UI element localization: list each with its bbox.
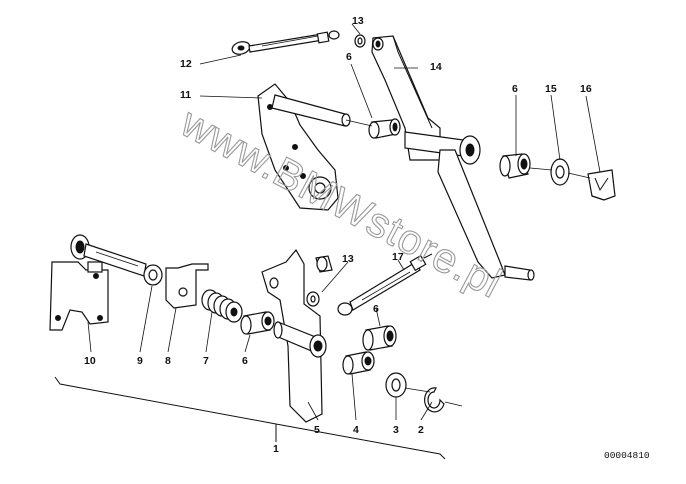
callout-7: 7: [203, 355, 209, 367]
part-11-bracket: [257, 83, 351, 211]
callout-5: 5: [314, 424, 320, 436]
center-lines: [345, 119, 591, 407]
callout-6-upper-left: 6: [346, 51, 352, 63]
callout-10: 10: [84, 355, 96, 367]
part-15-washer: [550, 158, 570, 186]
callout-14: 14: [430, 61, 442, 73]
callout-13-upper: 13: [352, 15, 364, 27]
callout-6-lower-left: 6: [242, 355, 248, 367]
part-9-washer: [143, 264, 163, 286]
callout-16: 16: [580, 83, 592, 95]
callout-8: 8: [165, 355, 171, 367]
callout-3: 3: [393, 424, 399, 436]
callout-17: 17: [392, 251, 404, 263]
callout-6-upper-right: 6: [512, 83, 518, 95]
part-12-adjusting-rod: [231, 30, 340, 55]
callout-2: 2: [418, 424, 424, 436]
part-6-bushing-upper-left: [368, 118, 401, 139]
callout-1: 1: [273, 443, 279, 455]
callout-9: 9: [137, 355, 143, 367]
part-14-upper-lever: [371, 35, 441, 161]
part-4-bushing: [342, 351, 375, 375]
leader-lines: [54, 23, 601, 460]
callout-13-lower: 13: [342, 253, 354, 265]
part-6-bushing-lower-left: [240, 311, 275, 335]
part-8-bracket-plate: [165, 263, 209, 309]
part-7-spring: [201, 289, 243, 323]
callout-6-lower-right: 6: [373, 303, 379, 315]
callout-4: 4: [353, 424, 359, 436]
callout-12: 12: [180, 58, 192, 70]
callout-15: 15: [545, 83, 557, 95]
part-6-bushing-lower-right: [362, 325, 397, 351]
part-10-bracket: [49, 234, 147, 331]
drawing-number: 00004810: [604, 450, 650, 461]
part-17-adjusting-rod: [337, 253, 433, 316]
part-6-bushing-upper-right: [499, 153, 531, 179]
part-14-shaft-arm: [404, 131, 535, 281]
part-13-bushing-lower: [306, 291, 320, 307]
part-5-main-lever: [261, 248, 333, 423]
callout-11: 11: [180, 89, 191, 101]
part-13-bushing-upper: [354, 34, 366, 48]
part-16-clip: [587, 169, 616, 201]
part-3-washer: [385, 372, 407, 398]
